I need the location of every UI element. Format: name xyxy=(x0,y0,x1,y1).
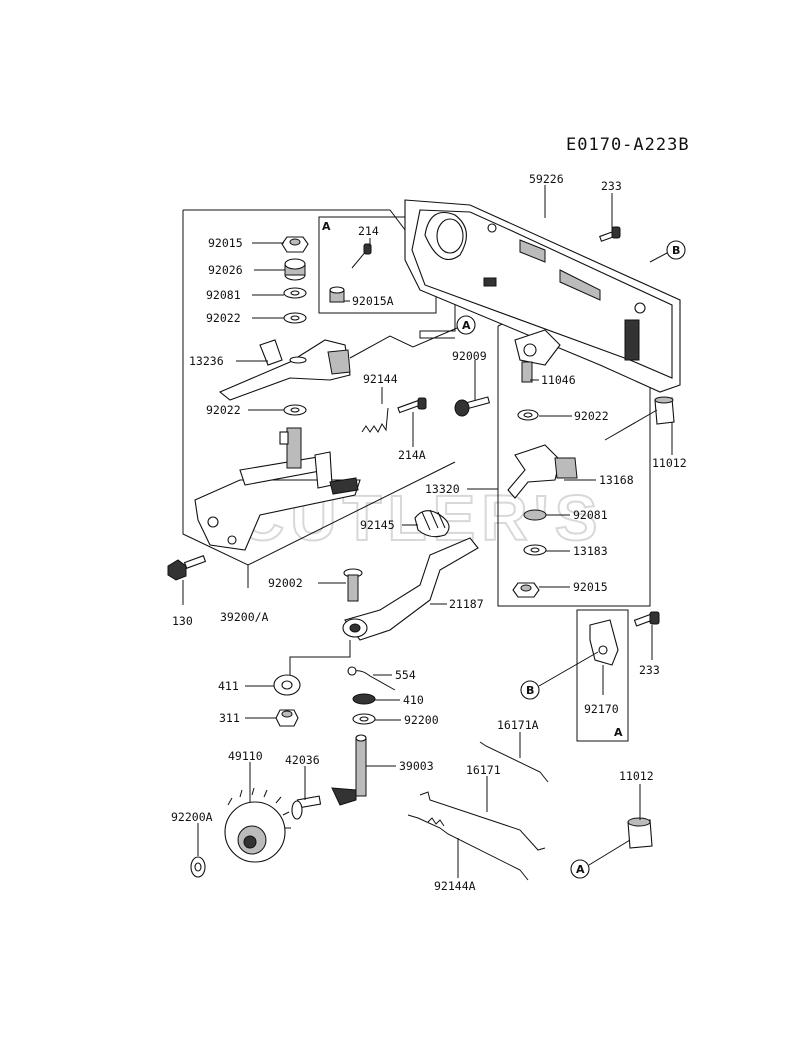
screw-214 xyxy=(351,243,372,269)
lever-13236 xyxy=(218,339,351,401)
callout-a-left-text: A xyxy=(462,319,471,332)
label-11046: 11046 xyxy=(541,373,576,387)
label-59226: 59226 xyxy=(529,172,564,186)
label-49110: 49110 xyxy=(228,749,263,763)
label-39200A: 39200/A xyxy=(220,610,269,624)
bolt-233-right xyxy=(633,611,660,627)
part-labels: 59226 233 92015 92026 92081 92022 13236 … xyxy=(171,172,687,893)
washer-92081-right xyxy=(523,509,547,521)
label-92015A: 92015A xyxy=(352,294,394,308)
label-92145: 92145 xyxy=(360,518,395,532)
label-214A: 214A xyxy=(398,448,426,462)
label-13236: 13236 xyxy=(189,354,224,368)
diagram-code: E0170-A223B xyxy=(566,135,690,155)
shaft-39003 xyxy=(331,734,367,806)
bolt-233-top xyxy=(599,226,621,242)
detail-box-a-top-tag: A xyxy=(322,220,331,233)
washer-13183 xyxy=(523,544,547,556)
callout-b-bottom-text: B xyxy=(526,684,534,697)
callout-b-top: B xyxy=(649,240,686,263)
group-outline-left xyxy=(183,209,456,339)
label-92081-right: 92081 xyxy=(573,508,608,522)
detail-box-a-right xyxy=(576,609,629,742)
washer-411 xyxy=(273,674,301,696)
collar-11012-top xyxy=(654,396,675,425)
callout-b-bottom: B xyxy=(520,651,599,700)
nut-311 xyxy=(275,709,299,727)
bracket-92170 xyxy=(589,619,619,666)
label-13183: 13183 xyxy=(573,544,608,558)
washer-92200A xyxy=(190,856,206,878)
spacer-92026 xyxy=(284,258,306,281)
callout-b-top-text: B xyxy=(672,244,680,257)
label-214: 214 xyxy=(358,224,379,238)
gear-49110 xyxy=(224,787,291,863)
housing-59226 xyxy=(404,199,681,393)
label-92144A: 92144A xyxy=(434,879,476,893)
label-92002: 92002 xyxy=(268,576,303,590)
group-outline-left-2 xyxy=(182,210,456,566)
label-13168: 13168 xyxy=(599,473,634,487)
label-11012-bottom: 11012 xyxy=(619,769,654,783)
arm-21187 xyxy=(342,537,479,641)
label-233-top: 233 xyxy=(601,179,622,193)
bolt-130 xyxy=(167,555,207,581)
spring-92145 xyxy=(414,509,450,538)
bolt-92002 xyxy=(343,568,363,602)
label-92170: 92170 xyxy=(584,702,619,716)
label-21187: 21187 xyxy=(449,597,484,611)
leader-lines xyxy=(182,185,673,878)
washer-92022-top xyxy=(283,312,307,324)
label-92015: 92015 xyxy=(208,236,243,250)
label-92200A: 92200A xyxy=(171,810,213,824)
detail-box-a-right-tag: A xyxy=(614,726,623,739)
pin-554 xyxy=(347,666,396,691)
label-92026: 92026 xyxy=(208,263,243,277)
label-410: 410 xyxy=(403,693,424,707)
label-13320: 13320 xyxy=(425,482,460,496)
washer-92081-left xyxy=(283,287,307,299)
lever-13168 xyxy=(507,444,578,499)
callout-a-left: A xyxy=(349,315,476,359)
label-92144: 92144 xyxy=(363,372,398,386)
label-92022-right: 92022 xyxy=(574,409,609,423)
label-11012-top: 11012 xyxy=(652,456,687,470)
label-16171: 16171 xyxy=(466,763,501,777)
label-39003: 39003 xyxy=(399,759,434,773)
label-92022-top: 92022 xyxy=(206,311,241,325)
callout-a-bottom: A xyxy=(570,839,631,879)
label-92009: 92009 xyxy=(452,349,487,363)
label-130: 130 xyxy=(172,614,193,628)
screw-214A xyxy=(397,397,427,414)
washer-92022-mid xyxy=(283,404,307,416)
collar-11012-bottom xyxy=(627,817,653,849)
label-233-right: 233 xyxy=(639,663,660,677)
bracket-39200 xyxy=(194,427,361,551)
washer-410 xyxy=(352,693,376,705)
washer-92200 xyxy=(352,713,376,725)
label-16171A: 16171A xyxy=(497,718,539,732)
spring-92144 xyxy=(361,407,389,433)
nut-92015-right xyxy=(512,582,540,598)
label-92081-left: 92081 xyxy=(206,288,241,302)
label-311: 311 xyxy=(219,711,240,725)
spring-rod-92144A xyxy=(407,814,529,881)
label-92022-mid: 92022 xyxy=(206,403,241,417)
washer-92022-right xyxy=(517,409,539,421)
label-92015-right: 92015 xyxy=(573,580,608,594)
bolt-92009 xyxy=(454,396,491,417)
shaft-42036 xyxy=(291,795,322,820)
label-554: 554 xyxy=(395,668,416,682)
collar-92015A xyxy=(329,286,345,303)
label-411: 411 xyxy=(218,679,239,693)
plate-11046 xyxy=(514,329,561,383)
rod-16171 xyxy=(419,791,546,851)
nut-92015 xyxy=(281,236,309,253)
label-42036: 42036 xyxy=(285,753,320,767)
label-92200: 92200 xyxy=(404,713,439,727)
callout-a-bottom-text: A xyxy=(576,863,585,876)
rod-16171A xyxy=(479,741,549,783)
